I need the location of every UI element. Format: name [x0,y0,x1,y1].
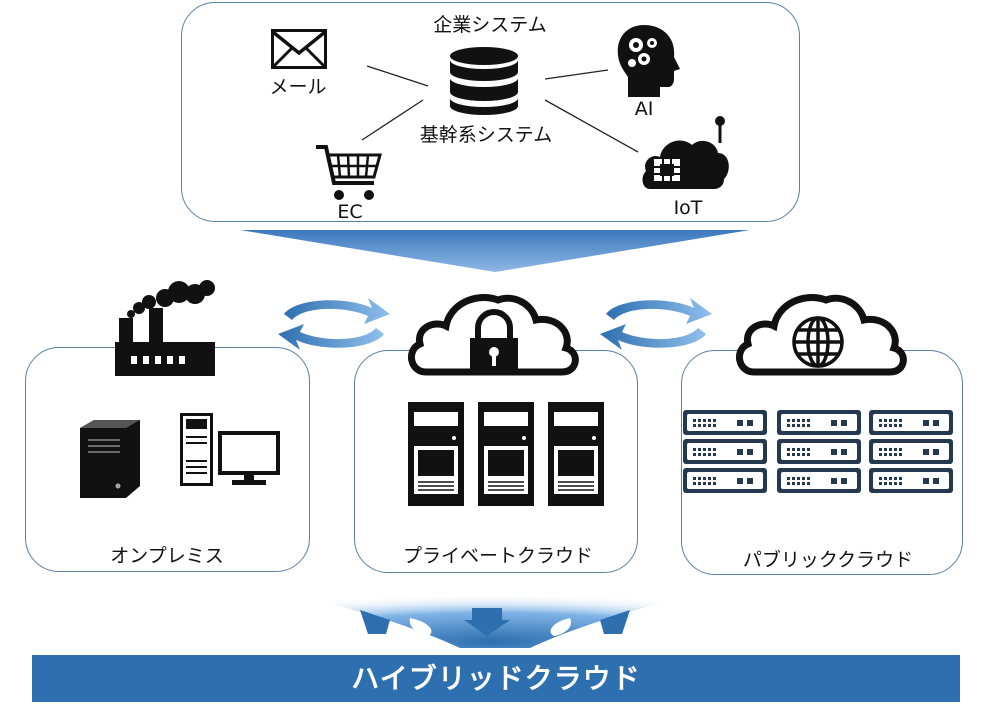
iot-cloud-icon [642,116,729,189]
public-cloud-label: パブリッククラウド [742,549,914,571]
iot-label: IoT [673,197,703,219]
server-rack-icon [408,402,604,506]
private-cloud-label: プライベートクラウド [402,545,594,567]
ai-head-icon [617,25,680,97]
enterprise-system-title: 企業システム [433,14,547,36]
database-icon [450,47,518,115]
desktop-computer-icon [180,413,280,486]
shopping-cart-icon [316,145,382,200]
hybrid-cloud-banner: ハイブリッドクラウド [32,655,960,702]
core-system-label: 基幹系システム [419,124,553,146]
connector-lines [361,65,639,153]
private-cloud-lock-icon [408,294,579,376]
rotation-arrows-icon [600,298,712,350]
public-cloud-globe-icon [736,294,907,376]
factory-icon [115,280,215,376]
mail-label: メール [269,76,327,98]
down-arrow-icon [360,608,630,636]
server-rack-icon [683,410,953,493]
ec-label: EC [337,201,363,223]
converging-arrows [240,580,750,648]
mail-icon [271,29,327,69]
funnel-arrow [240,230,750,272]
rotation-arrows-icon [278,298,390,350]
server-tower-icon [80,420,140,498]
ai-label: AI [634,98,654,120]
onpremise-label: オンプレミス [110,545,224,567]
